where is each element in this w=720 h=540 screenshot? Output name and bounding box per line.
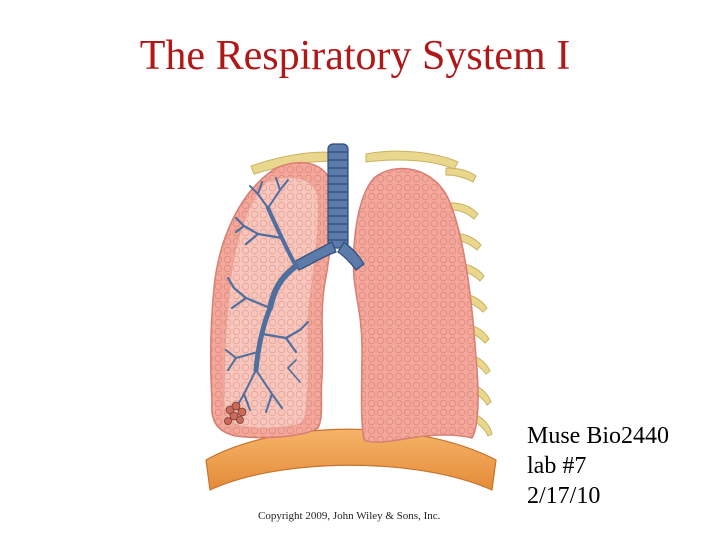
copyright-text: Copyright 2009, John Wiley & Sons, Inc.: [258, 510, 441, 522]
note-line: Muse Bio2440: [527, 423, 670, 449]
note-line: lab #7: [527, 453, 587, 479]
note-line: 2/17/10: [527, 483, 601, 509]
slide-notes: Muse Bio2440 lab #7 2/17/10: [527, 421, 669, 511]
respiratory-illustration-icon: [196, 138, 516, 520]
slide-title: The Respiratory System I: [139, 33, 571, 79]
